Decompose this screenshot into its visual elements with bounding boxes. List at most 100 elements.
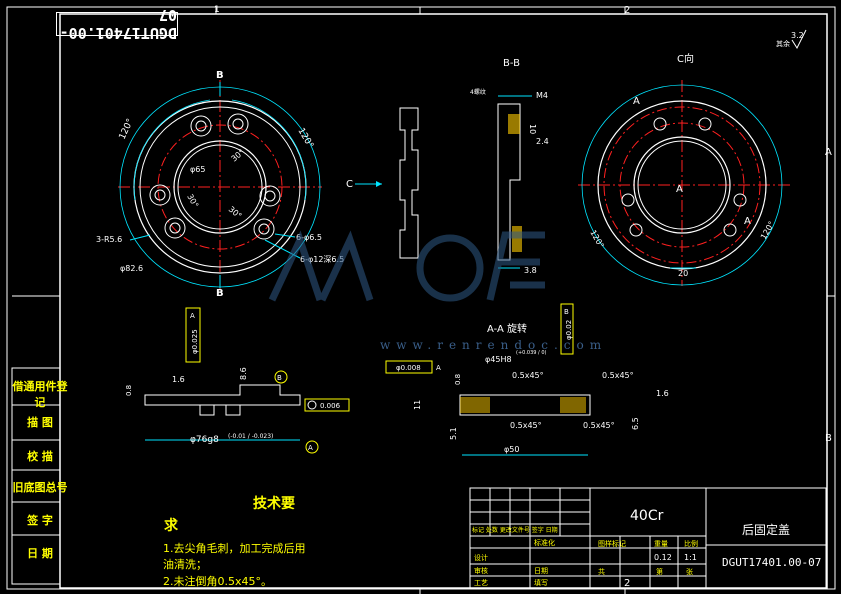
svg-text:C: C [346,179,353,190]
title-block [469,487,827,589]
svg-text:共: 共 [598,567,605,576]
svg-text:审核: 审核 [474,566,488,575]
svg-text:B: B [277,374,282,382]
svg-text:日期: 日期 [534,567,548,575]
svg-text:120°: 120° [759,220,776,241]
left-strip-label-6: 日 期 [27,547,53,560]
svg-text:填写: 填写 [534,578,548,587]
svg-text:6.5: 6.5 [631,417,640,430]
svg-text:120°: 120° [295,127,315,151]
zone-right-b: B [825,433,832,444]
svg-text:5.1: 5.1 [449,427,458,440]
tech-line-1: 1.去尖角毛刺，加工完成后用 [163,541,306,555]
svg-text:1.6: 1.6 [172,375,185,384]
left-strip [11,367,61,585]
svg-text:2.4: 2.4 [536,137,549,146]
watermark-text: www.renrendoc.com [380,338,608,352]
svg-text:30°: 30° [227,205,244,221]
svg-text:第: 第 [656,567,663,576]
svg-text:1:1: 1:1 [684,553,697,562]
svg-text:φ82.6: φ82.6 [120,264,143,273]
svg-text:3.8: 3.8 [524,266,537,275]
svg-text:0.006: 0.006 [320,402,341,410]
svg-text:φ0.02: φ0.02 [565,320,573,340]
outer-frame [6,6,836,590]
svg-text:8.6: 8.6 [239,367,248,380]
svg-text:A: A [633,96,640,107]
drawing-number: DGUT17401.00-07 [722,556,821,569]
inner-frame [59,13,828,589]
zone-bottom-2: 2 [624,578,630,589]
left-strip-label-3: 校 描 [27,450,53,463]
svg-text:0.5x45°: 0.5x45° [512,371,544,380]
tech-title-cont: 求 [164,517,179,534]
svg-text:φ65: φ65 [190,165,205,174]
svg-text:120°: 120° [588,229,605,250]
left-strip-label-1: 借通用件登记 [12,380,68,409]
svg-text:标准化: 标准化 [534,538,555,547]
svg-text:20: 20 [678,269,688,278]
drawing-number-stamp: DGUT17401.00-07 [56,6,178,42]
svg-text:B: B [564,308,569,316]
bolt-holes [149,113,281,240]
svg-text:M4: M4 [536,91,548,100]
svg-text:1.6: 1.6 [656,389,669,398]
svg-text:A: A [676,184,683,195]
watermark-logo [268,230,545,302]
svg-text:6-φ12深6.5: 6-φ12深6.5 [300,255,344,264]
zone-top-1: 1 [214,5,220,15]
part-name: 后固定盖 [742,522,790,537]
tech-title: 技术要 [253,495,295,512]
svg-text:30°: 30° [230,148,247,164]
svg-text:张: 张 [686,567,693,576]
svg-text:工艺: 工艺 [474,579,488,587]
svg-text:4螺纹: 4螺纹 [470,88,486,96]
svg-text:设计: 设计 [474,553,488,562]
zone-right-a: A [825,147,832,158]
svg-text:φ45H8: φ45H8 [485,355,512,364]
svg-text:3-R5.6: 3-R5.6 [96,235,122,244]
svg-text:重量: 重量 [654,540,668,548]
bottom-left-profile: φ0.025 A 1.6 0.8 8.6 B 0.006 φ76g8 (-0.0… [125,307,350,454]
svg-text:B: B [216,288,224,299]
svg-text:φ50: φ50 [504,445,519,454]
svg-text:10: 10 [528,124,537,134]
svg-text:φ76g8: φ76g8 [190,435,219,445]
svg-text:C向: C向 [677,52,694,65]
svg-text:比例: 比例 [684,539,698,548]
svg-text:A-A 旋转: A-A 旋转 [487,322,527,335]
svg-text:其余: 其余 [776,39,790,48]
svg-text:B: B [216,70,224,81]
left-strip-label-4: 旧底图总号 [12,481,68,494]
material: 40Cr [630,508,664,524]
svg-text:3.2: 3.2 [791,31,804,40]
svg-text:30°: 30° [185,193,200,210]
svg-text:0.8: 0.8 [125,385,133,396]
svg-text:φ0.008: φ0.008 [396,364,421,372]
svg-text:0.5x45°: 0.5x45° [602,371,634,380]
svg-text:B-B: B-B [503,58,520,69]
svg-text:0.12: 0.12 [654,553,672,562]
svg-text:A: A [744,216,751,227]
svg-text:A: A [308,444,313,452]
svg-text:图样标记: 图样标记 [598,539,626,548]
c-view-holes [621,117,747,237]
c-view: C向 A A A 120° 120° 20 [578,52,790,286]
svg-text:0.5x45°: 0.5x45° [583,421,615,430]
svg-text:(-0.01 / -0.023): (-0.01 / -0.023) [228,433,273,440]
svg-text:A: A [436,364,441,372]
svg-text:11: 11 [413,400,422,410]
roughness-symbol: 3.2 其余 [776,29,807,50]
section-aa: A-A 旋转 φ0.008 A φ45H8 (+0.039 / 0) φ0.02… [385,303,669,456]
svg-text:6-φ6.5: 6-φ6.5 [296,233,322,242]
side-view: C [346,107,419,259]
svg-text:标记 处数 更改文件号 签字 日期: 标记 处数 更改文件号 签字 日期 [472,526,558,534]
tech-line-2: 油清洗； [163,557,207,571]
svg-text:0.8: 0.8 [454,374,462,385]
front-view: 120° 120° φ65 30° 30° 30° 3-R5.6 φ82.6 6… [96,70,344,299]
left-strip-label-2: 描 图 [27,416,53,429]
left-strip-label-5: 签 字 [27,514,53,527]
svg-text:φ0.025: φ0.025 [191,329,199,354]
section-bb: B-B 4螺纹 M4 10 2.4 3.8 [470,58,549,275]
